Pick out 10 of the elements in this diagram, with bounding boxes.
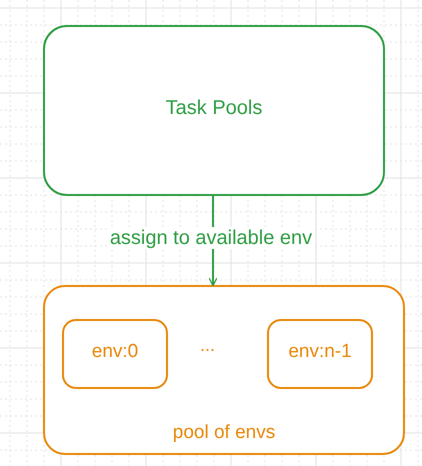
node-label: env:0 bbox=[90, 341, 140, 363]
task-pools-box bbox=[43, 25, 385, 196]
env-pool-container bbox=[43, 285, 405, 455]
edge-label: assign to available env bbox=[0, 226, 422, 250]
env-box bbox=[267, 319, 373, 389]
node-label: env:n-1 bbox=[287, 341, 353, 363]
container-label: pool of envs bbox=[172, 422, 276, 444]
node-label: Task Pools bbox=[164, 97, 264, 120]
env-box bbox=[62, 319, 168, 389]
ellipsis-text: ... bbox=[200, 335, 216, 356]
